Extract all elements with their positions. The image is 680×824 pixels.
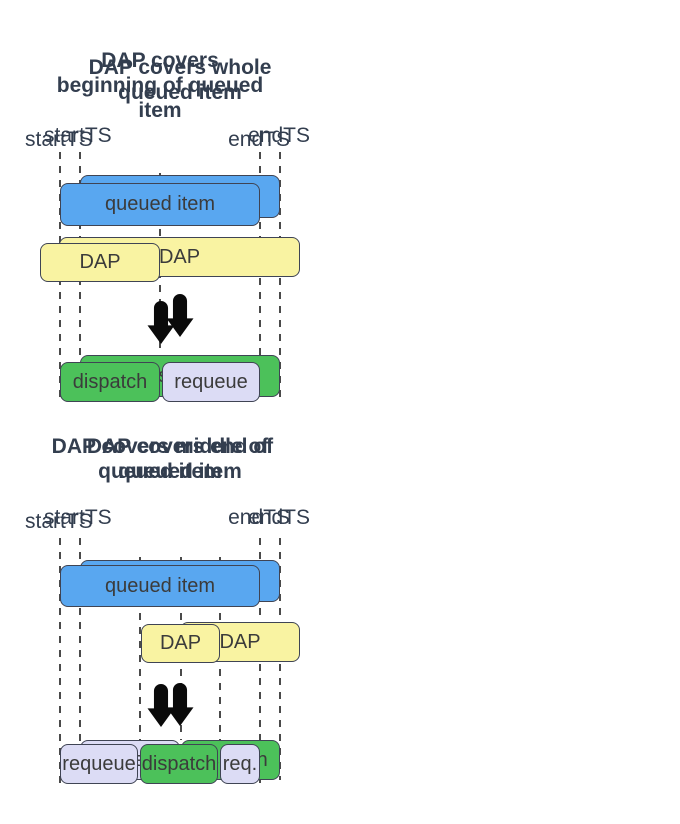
start-ts-label: startTS bbox=[44, 506, 112, 529]
arrow-down-icon bbox=[146, 300, 176, 345]
dap-start-boundary-dashline bbox=[139, 557, 141, 744]
panel-dap-covers-middle: DAP covers middle of queued item startTS… bbox=[0, 0, 340, 784]
requeue-bar: requeue bbox=[60, 744, 138, 784]
panel-title: DAP covers beginning of queued item bbox=[56, 49, 264, 122]
panel-title: DAP covers middle of queued item bbox=[51, 435, 269, 483]
queued-item-bar: queued item bbox=[60, 183, 260, 226]
start-ts-label: startTS bbox=[25, 128, 93, 151]
arrow-down-icon bbox=[165, 682, 195, 727]
arrow-down-icon bbox=[146, 683, 176, 728]
start-ts-dashline bbox=[59, 538, 61, 784]
panel-dap-covers-beginning: DAP covers beginning of queued item star… bbox=[0, 0, 340, 412]
dap-bar: DAP bbox=[141, 624, 220, 663]
start-ts-dashline bbox=[79, 538, 81, 780]
start-ts-label: startTS bbox=[25, 510, 93, 533]
dispatch-bar: dispatch bbox=[60, 362, 160, 402]
dispatch-bar: dispatch bbox=[140, 744, 218, 784]
requeue-short-bar: req. bbox=[220, 744, 260, 784]
panel-title: DAP covers whole queued item bbox=[88, 56, 272, 104]
dap-bar: DAP bbox=[40, 243, 160, 282]
end-ts-label: endTS bbox=[228, 128, 290, 151]
panel-title: DAP covers end of queued item bbox=[86, 435, 274, 483]
queued-item-bar: queued item bbox=[60, 565, 260, 607]
end-ts-label: endTS bbox=[248, 124, 310, 147]
requeue-bar: requeue bbox=[162, 362, 260, 402]
start-ts-label: startTS bbox=[44, 124, 112, 147]
end-ts-label: endTS bbox=[248, 506, 310, 529]
end-ts-label: endTS bbox=[228, 506, 290, 529]
